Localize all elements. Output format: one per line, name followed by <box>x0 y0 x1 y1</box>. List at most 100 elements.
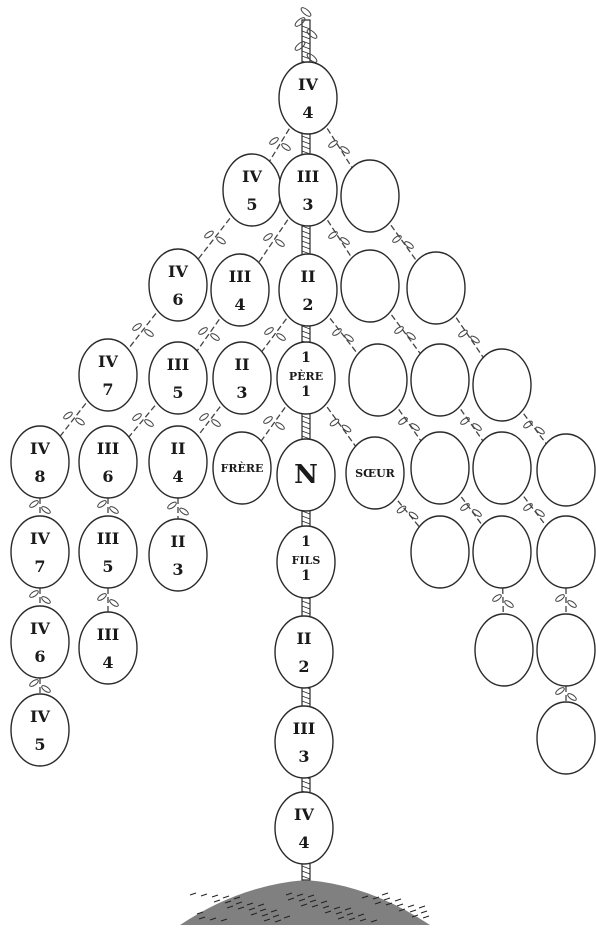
ground-texture <box>422 915 430 919</box>
ground-texture <box>226 905 234 909</box>
trunk-hatch <box>301 430 311 435</box>
trunk-hatch <box>301 240 311 245</box>
node-trunk-ii-bot: II2 <box>274 615 334 689</box>
node-l-iv-7: IV7 <box>78 338 138 412</box>
node-label: 5 <box>246 195 257 214</box>
node-r-g1 <box>536 701 596 775</box>
ground-texture <box>322 905 330 909</box>
node-label: III <box>97 625 119 644</box>
leaf-sprig <box>97 593 107 601</box>
trunk-hatch <box>301 25 311 30</box>
node-ellipse <box>345 436 405 510</box>
node-label: 4 <box>298 833 309 852</box>
node-label: IV <box>298 75 318 94</box>
node-l-iii-6: III 6 <box>78 425 138 499</box>
node-ellipse <box>278 61 338 135</box>
ground-texture <box>272 914 280 918</box>
node-label: 4 <box>172 467 183 486</box>
leaf-sprig <box>329 418 340 427</box>
node-ellipse <box>274 705 334 779</box>
node-label: IV <box>168 262 188 281</box>
node-ellipse <box>278 153 338 227</box>
ground-texture <box>324 910 332 914</box>
node-label: 6 <box>102 467 113 486</box>
ground-texture <box>200 893 208 897</box>
ground-texture <box>235 901 243 905</box>
node-label: IV <box>242 167 262 186</box>
node-ellipse <box>210 253 270 327</box>
node-r-b1 <box>340 249 400 323</box>
node-layer: IV4IV5III3IV6III4II2IV7III5II31PÈRE1IV8I… <box>10 61 596 865</box>
node-ellipse <box>148 341 208 415</box>
node-label: 4 <box>102 653 113 672</box>
node-label: 3 <box>236 383 247 402</box>
node-label: II <box>297 629 312 648</box>
node-ellipse <box>78 515 138 589</box>
node-label: 7 <box>102 380 113 399</box>
node-ellipse <box>406 251 466 325</box>
leaf-sprig <box>109 599 119 607</box>
node-l-iv-6: IV6 <box>148 248 208 322</box>
leaf-sprig <box>523 503 533 511</box>
trunk-hatch <box>301 140 311 145</box>
leaf-sprig <box>97 500 107 508</box>
node-label: 6 <box>34 647 45 666</box>
leaf-sprig <box>344 334 354 342</box>
ground-texture <box>407 904 415 908</box>
trunk-hatch <box>301 875 311 880</box>
leaf-sprig <box>144 329 154 337</box>
ground-texture <box>298 898 306 902</box>
node-ellipse <box>276 525 336 599</box>
node-l-iv-8: IV8 <box>10 425 70 499</box>
ground-texture <box>248 907 256 911</box>
trunk-hatch <box>301 145 311 150</box>
leaf-sprig <box>144 419 154 427</box>
ground-texture <box>233 896 241 900</box>
ground-texture <box>250 912 258 916</box>
leaf-sprig <box>392 235 402 243</box>
ground-mound-shape <box>180 880 430 925</box>
ground-texture <box>224 900 232 904</box>
ground-texture <box>270 909 278 913</box>
node-ellipse <box>212 341 272 415</box>
leaf-sprig <box>41 506 51 514</box>
leaf-sprig <box>396 505 407 514</box>
ground-texture <box>196 911 204 915</box>
node-label: III <box>97 439 119 458</box>
node-ellipse <box>340 159 400 233</box>
node-l-iii-4b: III 4 <box>78 611 138 685</box>
node-label: III <box>293 719 315 738</box>
ground-texture <box>418 905 426 909</box>
ground-texture <box>374 901 382 905</box>
leaf-sprig <box>210 333 220 341</box>
node-ellipse <box>212 431 272 505</box>
ground-texture <box>359 918 367 922</box>
ground-texture <box>361 895 369 899</box>
trunk-hatch <box>301 695 311 700</box>
leaf-sprig <box>410 423 420 431</box>
node-label: 5 <box>172 383 183 402</box>
node-r-e1 <box>410 515 470 589</box>
ground-texture <box>385 902 393 906</box>
trunk-hatch <box>301 865 311 870</box>
node-label: II <box>171 439 186 458</box>
leaf-sprig <box>29 679 39 687</box>
node-soeur: SŒUR <box>345 436 405 510</box>
ground-texture <box>344 907 352 911</box>
leaf-sprig <box>404 241 414 249</box>
node-ellipse <box>340 249 400 323</box>
leaf-sprig <box>199 413 209 421</box>
ground-texture <box>333 906 341 910</box>
ground-texture <box>246 902 254 906</box>
ground-texture <box>285 892 293 896</box>
leaf-sprig <box>567 693 577 701</box>
trunk-hatch <box>301 690 311 695</box>
node-ellipse <box>410 431 470 505</box>
ground-texture <box>237 906 245 910</box>
node-frere: FRÈRE <box>212 431 272 505</box>
trunk-hatch <box>301 415 311 420</box>
leaf-sprig <box>269 137 279 145</box>
